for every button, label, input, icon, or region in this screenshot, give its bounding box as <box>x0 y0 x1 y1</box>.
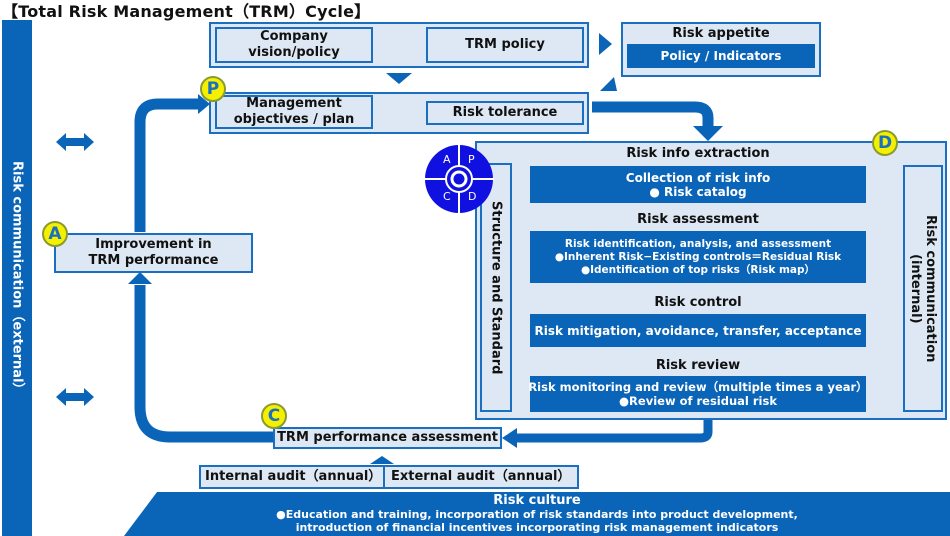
step-line: Risk mitigation, avoidance, transfer, ac… <box>534 323 862 338</box>
internal-audit-label: Internal audit（annual） <box>205 469 382 484</box>
step-heading-review: Risk review <box>655 358 741 373</box>
arrow-tolerance-to-do <box>592 101 714 128</box>
structure-standard-column: Structure and Standard <box>480 163 512 412</box>
company-vision-label: Company vision/policy <box>248 29 340 60</box>
step-line: ●Identification of top risks（Risk map） <box>580 263 816 276</box>
step-box-control: Risk mitigation, avoidance, transfer, ac… <box>530 314 866 347</box>
performance-assessment-label: TRM performance assessment <box>277 430 498 445</box>
external-audit-box: External audit（annual） <box>383 465 579 489</box>
badge-check: C <box>261 403 287 429</box>
arrowhead-down-to-do <box>693 126 723 141</box>
risk-tolerance-box: Risk tolerance <box>426 101 584 125</box>
step-line: Collection of risk info <box>625 170 771 185</box>
diagram-title: 【Total Risk Management（TRM）Cycle】 <box>2 2 371 21</box>
step-line: ●Review of residual risk <box>619 394 777 408</box>
step-heading-assessment: Risk assessment <box>637 212 759 227</box>
step-box-info-extraction: Collection of risk info ● Risk catalog <box>530 166 866 203</box>
step-line: ●Inherent Risk−Existing controls＝Residua… <box>554 250 842 263</box>
improvement-box: Improvement in TRM performance <box>54 233 253 273</box>
step-box-assessment: Risk identification, analysis, and asses… <box>530 231 866 283</box>
step-line: ● Risk catalog <box>649 184 747 199</box>
management-objectives-label: Management objectives / plan <box>233 96 355 127</box>
arrow-tolerance-to-appetite <box>600 77 617 91</box>
improvement-label: Improvement in TRM performance <box>88 237 219 268</box>
arrow-policy-to-appetite <box>599 33 612 55</box>
performance-assessment-box: TRM performance assessment <box>273 427 502 449</box>
risk-culture-banner: Risk culture ●Education and training, in… <box>124 492 950 536</box>
risk-culture-line1: ●Education and training, incorporation o… <box>276 508 798 521</box>
badge-plan: P <box>200 76 226 102</box>
pdca-a: A <box>443 153 451 166</box>
policy-indicators-bar: Policy / Indicators <box>627 44 815 68</box>
arrowhead-right-to-p <box>198 94 210 114</box>
pdca-c: C <box>443 190 451 203</box>
external-communication-bar: Risk communication（external） <box>2 20 32 536</box>
risk-appetite-title: Risk appetite <box>672 26 770 41</box>
company-vision-box: Company vision/policy <box>215 27 373 63</box>
risk-tolerance-label: Risk tolerance <box>452 105 558 120</box>
loop-arrow-c-to-a <box>134 285 275 443</box>
internal-communication-label: Risk communication (internal) <box>908 214 938 363</box>
external-communication-label: Risk communication（external） <box>9 160 25 396</box>
step-box-review: Risk monitoring and review（multiple time… <box>528 376 868 412</box>
pdca-circle: A P C D <box>424 144 494 214</box>
loop-arrow-a-to-p <box>134 98 200 232</box>
risk-appetite-box: Risk appetite Policy / Indicators <box>621 22 821 77</box>
step-line: Risk identification, analysis, and asses… <box>564 237 832 250</box>
double-arrow-external-bottom <box>56 388 94 406</box>
arrow-audit-to-assessment <box>370 456 394 464</box>
arrowhead-up-to-a <box>128 272 152 284</box>
trm-policy-label: TRM policy <box>465 37 545 52</box>
arrow-do-to-c <box>515 420 713 443</box>
arrowhead-left-to-c <box>502 428 517 448</box>
step-heading-info-extraction: Risk info extraction <box>626 146 770 161</box>
management-objectives-box: Management objectives / plan <box>215 95 373 129</box>
arrow-down-to-objectives <box>386 73 412 84</box>
step-line: Risk monitoring and review（multiple time… <box>528 380 868 394</box>
pdca-p: P <box>468 153 475 166</box>
risk-culture-title: Risk culture <box>493 493 581 508</box>
structure-standard-label: Structure and Standard <box>488 200 504 375</box>
risk-culture-line2: introduction of financial incentives inc… <box>295 521 779 534</box>
external-audit-label: External audit（annual） <box>391 469 571 484</box>
internal-communication-column: Risk communication (internal) <box>903 165 943 412</box>
step-heading-control: Risk control <box>654 295 742 310</box>
pdca-icon <box>424 144 494 214</box>
badge-act: A <box>42 221 68 247</box>
badge-do: D <box>872 130 898 156</box>
internal-audit-box: Internal audit（annual） <box>199 465 385 489</box>
double-arrow-external-top <box>56 133 94 151</box>
trm-policy-box: TRM policy <box>426 27 584 63</box>
pdca-d: D <box>468 190 477 203</box>
